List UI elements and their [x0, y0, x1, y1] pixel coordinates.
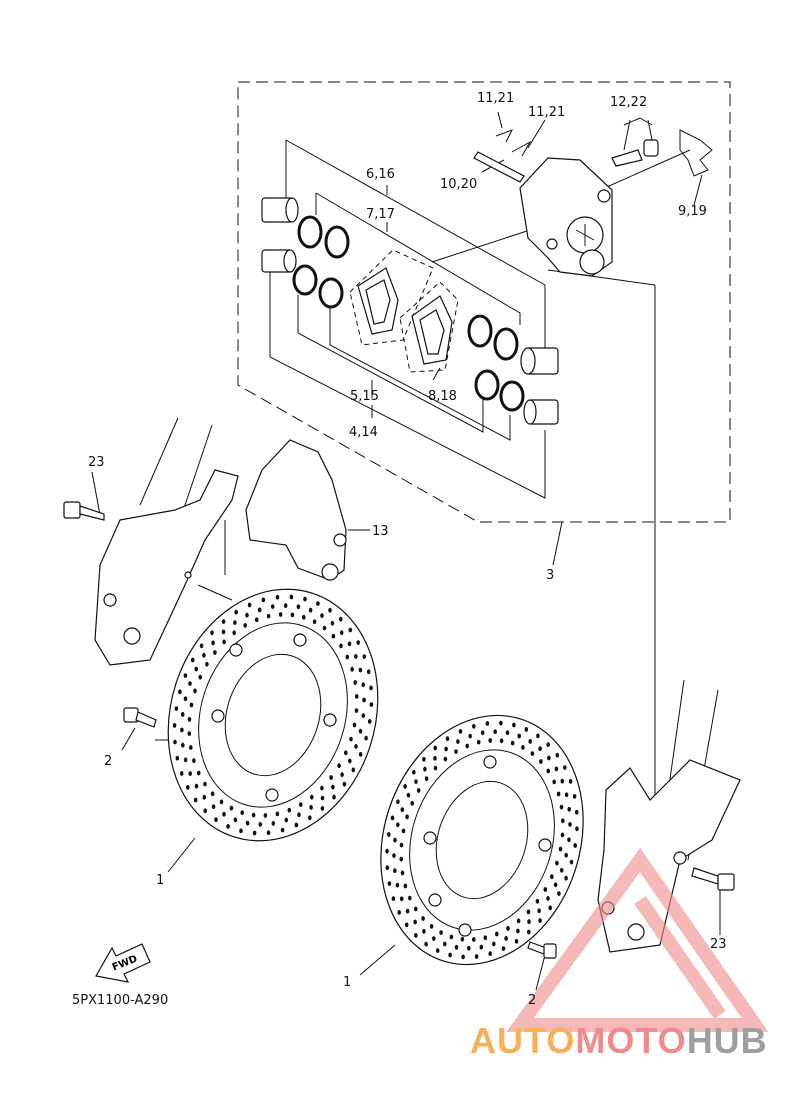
pad-spring — [679, 129, 713, 177]
caliper-left — [245, 439, 347, 581]
watermark-moto: MOTO — [575, 1020, 687, 1061]
seal-rings — [292, 215, 525, 412]
watermark-hub: HUB — [686, 1020, 768, 1061]
diagram-code: 5PX1100-A290 — [72, 993, 168, 1008]
callout-clip-a: 11,21 — [477, 91, 514, 106]
callout-bleed-screw: 12,22 — [610, 95, 647, 110]
fwd-arrow-icon: FWD — [95, 943, 151, 983]
disc-bolt-left — [123, 707, 157, 728]
mount-bolt-right — [691, 867, 735, 891]
callout-labels: 1 1 2 2 3 4,14 5,15 6,16 7,17 8,18 9,19 … — [72, 91, 727, 1008]
watermark-auto: AUTO — [470, 1020, 576, 1061]
mount-bolt-left — [63, 501, 105, 521]
caliper-body-top — [519, 157, 613, 277]
piston-upper — [261, 197, 299, 223]
brake-pad-left — [357, 267, 399, 335]
fork-leg-left — [94, 417, 239, 666]
leader-lines — [91, 111, 721, 991]
disc-holes-left — [172, 594, 374, 836]
callout-piston-large: 4,14 — [349, 425, 378, 440]
callout-bolt-left: 2 — [104, 754, 112, 769]
disc-bolt-right — [527, 941, 557, 959]
callout-clip-b: 11,21 — [528, 105, 565, 120]
callout-disc-left: 1 — [156, 873, 164, 888]
piston-right-lower — [523, 399, 559, 425]
brake-disc-left — [167, 588, 379, 842]
pad-pin — [473, 151, 525, 183]
watermark-triangle-icon — [506, 847, 769, 1032]
callout-pad-pin: 10,20 — [440, 177, 477, 192]
piston-lower — [261, 249, 297, 273]
callout-seal-small: 7,17 — [366, 207, 395, 222]
callout-seal-large: 5,15 — [350, 389, 379, 404]
watermark-logo: AUTOMOTOHUB — [470, 1020, 800, 1061]
callout-disc-right: 1 — [343, 975, 351, 990]
piston-right-upper — [520, 347, 559, 375]
callout-caliper: 13 — [372, 524, 389, 539]
callout-pad-spring: 9,19 — [678, 204, 707, 219]
fork-leg-right — [597, 679, 741, 953]
disc-holes-right — [385, 720, 579, 960]
callout-caliper-assembly: 3 — [546, 568, 554, 583]
callout-mount-bolt-right: 23 — [710, 937, 727, 952]
brake-disc-right — [380, 714, 584, 966]
callout-bolt-right: 2 — [528, 993, 536, 1008]
callout-piston-small: 6,16 — [366, 167, 395, 182]
pin-clips — [495, 129, 532, 157]
callout-pad-set: 8,18 — [428, 389, 457, 404]
brake-pad-right — [411, 295, 453, 365]
callout-mount-bolt-left: 23 — [88, 455, 105, 470]
bleed-screw — [611, 139, 659, 167]
